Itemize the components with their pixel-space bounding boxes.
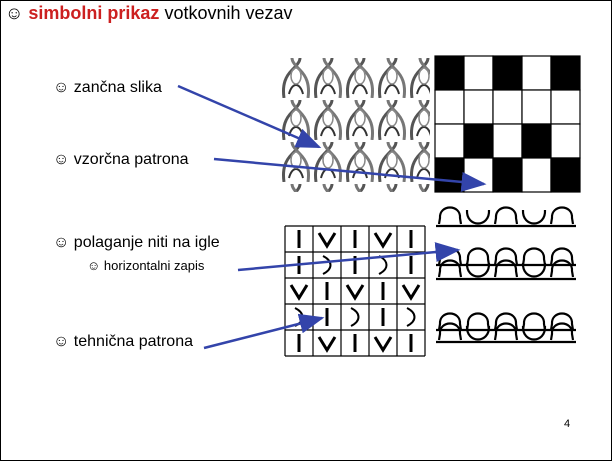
loop-notation bbox=[436, 206, 576, 344]
needle-loop bbox=[521, 312, 547, 331]
needle-loop bbox=[465, 209, 491, 225]
needle-loop bbox=[549, 247, 575, 266]
item-tehnicna-patrona: ☺ tehnična patrona bbox=[53, 333, 193, 351]
grid-symbol bbox=[345, 284, 365, 301]
needle-loop bbox=[465, 262, 491, 278]
grid-symbol bbox=[322, 255, 332, 275]
grid-symbol bbox=[317, 336, 337, 353]
pattern-cell bbox=[550, 123, 581, 159]
item-label: zančna slika bbox=[73, 79, 162, 96]
pattern-cell bbox=[463, 89, 494, 125]
pattern-cell bbox=[550, 89, 581, 125]
technical-grid bbox=[284, 225, 426, 357]
needle-loop bbox=[465, 247, 491, 266]
title-highlight: simbolni prikaz bbox=[28, 3, 160, 23]
needle-loop bbox=[521, 262, 547, 278]
arrow-icon bbox=[203, 313, 325, 350]
grid-symbol bbox=[406, 307, 416, 327]
needle-loop bbox=[521, 247, 547, 266]
grid-symbol bbox=[317, 232, 337, 249]
arrow-icon bbox=[213, 157, 487, 192]
pattern-cell bbox=[521, 123, 552, 159]
needle-loop bbox=[493, 322, 519, 341]
needle-loop bbox=[549, 206, 575, 225]
loop-image bbox=[280, 56, 430, 192]
needle-loop bbox=[437, 312, 463, 331]
pattern-cell bbox=[434, 89, 465, 125]
needle-loop bbox=[493, 312, 519, 331]
needle-loop bbox=[549, 322, 575, 341]
needle-loop bbox=[549, 259, 575, 278]
needle-loop bbox=[493, 206, 519, 225]
pattern-cell bbox=[492, 123, 523, 159]
item-vzorcna-patrona: ☺ vzorčna patrona bbox=[53, 151, 189, 169]
item-label: tehnična patrona bbox=[73, 333, 193, 350]
pattern-cell bbox=[463, 157, 494, 193]
smiley-icon: ☺ bbox=[5, 3, 24, 23]
item-label: vzorčna patrona bbox=[73, 151, 189, 168]
pattern-cell bbox=[434, 157, 465, 193]
needle-loop bbox=[437, 206, 463, 225]
pattern-cell bbox=[521, 55, 552, 91]
grid-symbol bbox=[350, 307, 360, 327]
slide-title: ☺ simbolni prikaz votkovnih vezav bbox=[5, 3, 293, 24]
pattern-cell bbox=[550, 157, 581, 193]
arrow-icon bbox=[177, 84, 322, 149]
pattern-cell bbox=[550, 55, 581, 91]
title-rest: votkovnih vezav bbox=[159, 3, 293, 23]
pattern-cell bbox=[492, 157, 523, 193]
pattern-cell bbox=[434, 123, 465, 159]
item-label: horizontalni zapis bbox=[103, 258, 205, 273]
pattern-cell bbox=[492, 55, 523, 91]
item-polaganje-niti: ☺ polaganje niti na igle bbox=[53, 234, 220, 252]
needle-loop bbox=[521, 325, 547, 341]
grid-symbol bbox=[378, 255, 388, 275]
pattern-cell bbox=[492, 89, 523, 125]
pattern-cell bbox=[521, 157, 552, 193]
needle-loop bbox=[465, 312, 491, 331]
needle-loop bbox=[493, 259, 519, 278]
needle-loop bbox=[521, 209, 547, 225]
pattern-cell bbox=[434, 55, 465, 91]
arrow-icon bbox=[237, 242, 461, 272]
grid-symbol bbox=[373, 336, 393, 353]
page-number: 4 bbox=[564, 418, 571, 430]
smiley-icon: ☺ bbox=[53, 234, 70, 251]
smiley-icon: ☺ bbox=[53, 79, 70, 96]
needle-loop bbox=[437, 322, 463, 341]
smiley-icon: ☺ bbox=[87, 258, 101, 273]
item-label: polaganje niti na igle bbox=[73, 234, 220, 251]
item-zancna-slika: ☺ zančna slika bbox=[53, 79, 162, 97]
needle-loop bbox=[493, 247, 519, 266]
grid-symbol bbox=[401, 284, 421, 301]
grid-symbol bbox=[373, 232, 393, 249]
pattern-grid bbox=[434, 55, 581, 193]
smiley-icon: ☺ bbox=[53, 333, 70, 350]
needle-loop bbox=[437, 259, 463, 278]
needle-loop bbox=[465, 325, 491, 341]
needle-loop bbox=[549, 312, 575, 331]
pattern-cell bbox=[521, 89, 552, 125]
subitem-horizontalni-zapis: ☺ horizontalni zapis bbox=[87, 258, 204, 273]
grid-symbol bbox=[289, 284, 309, 301]
pattern-cell bbox=[463, 123, 494, 159]
smiley-icon: ☺ bbox=[53, 151, 70, 168]
pattern-cell bbox=[463, 55, 494, 91]
